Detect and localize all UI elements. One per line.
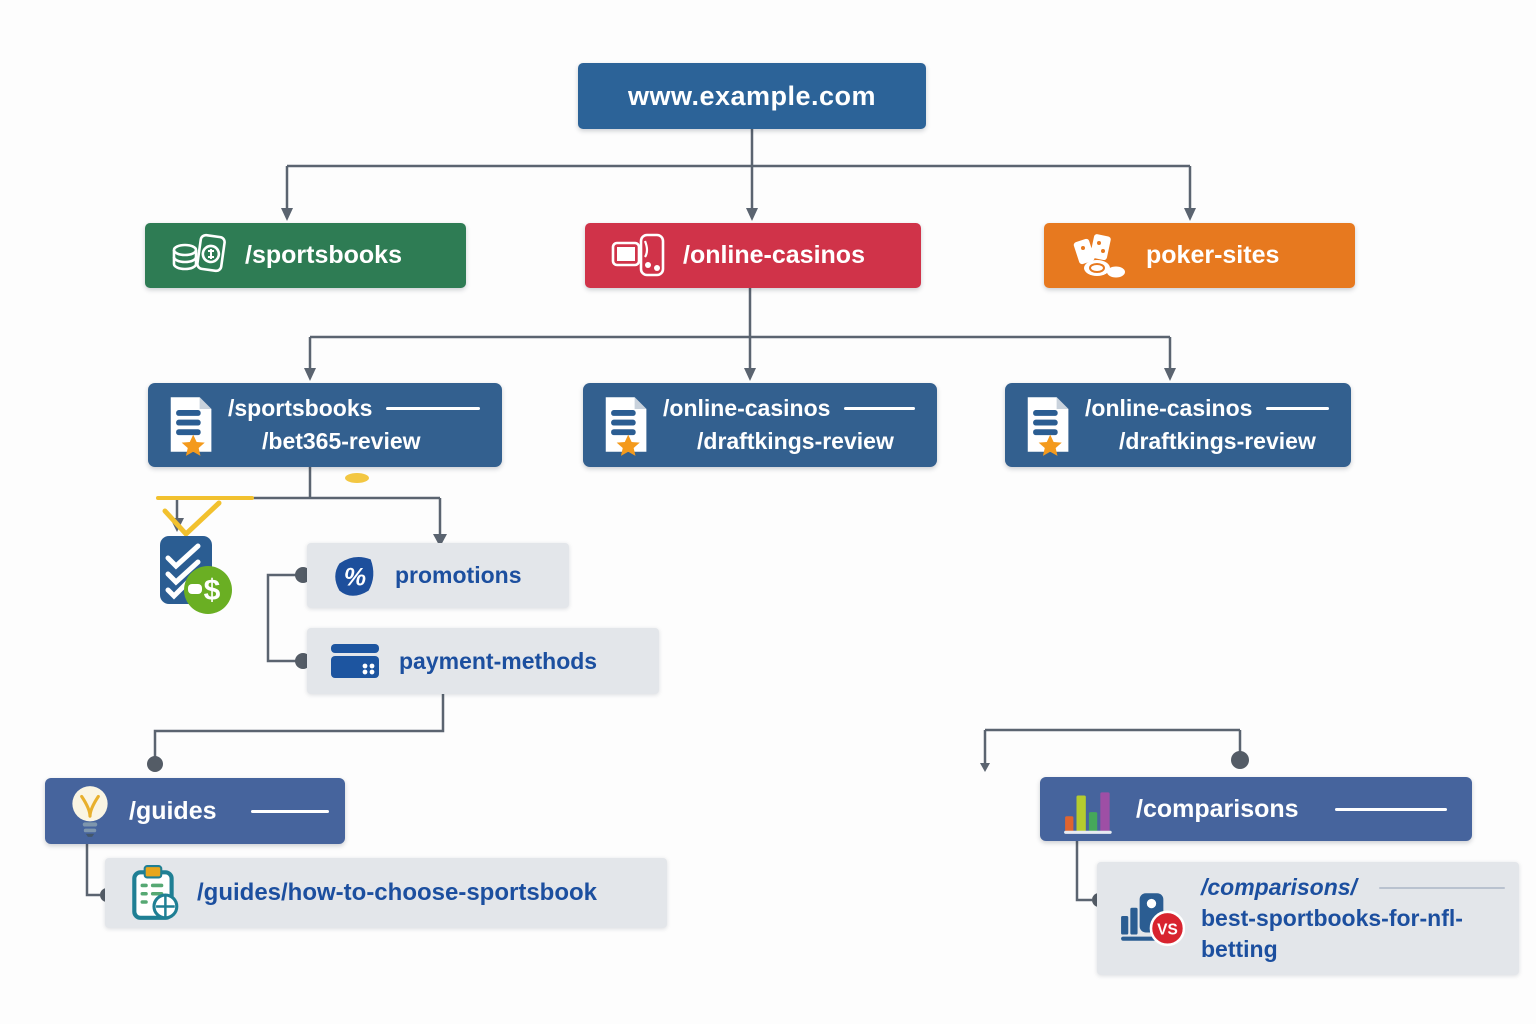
draftkings-mid-line1: /online-casinos [663,394,831,421]
bet365-line2: /bet365-review [262,428,421,454]
node-online-casinos: /online-casinos [585,223,921,288]
decor-rule [1266,406,1329,410]
comparisons-child-line2: best-sportbooks-for-nfl- [1201,905,1463,932]
node-draftkings-review-mid: /online-casinos /draftkings-review [583,383,937,467]
credit-card-icon [329,640,383,682]
draftkings-right-line1: /online-casinos [1085,394,1253,421]
clipboard-check-icon [127,864,181,922]
bar-chart-icon [1062,783,1120,835]
lightbulb-icon [67,783,113,839]
poker-sites-label: poker-sites [1146,241,1280,269]
decor-rule [386,406,480,410]
checklist-dollar-icon: $ [150,532,238,623]
svg-text:%: % [344,563,366,591]
guides-child-label: /guides/how-to-choose-sportsbook [197,879,597,906]
decor-rule [250,809,329,813]
node-comparisons: /comparisons [1040,777,1472,841]
decor-rule [1334,807,1447,811]
svg-text:VS: VS [1157,922,1178,939]
casino-slot-icon [611,233,667,279]
decor-rule [1378,886,1505,889]
node-sportsbooks: /sportsbooks [145,223,466,288]
percent-tag-icon: % [329,551,379,601]
comparisons-label: /comparisons [1136,794,1299,823]
payment-methods-label: payment-methods [399,647,598,674]
versus-chart-icon: VS [1119,886,1185,950]
node-poker-sites: poker-sites [1044,223,1355,288]
document-star-icon [1021,394,1073,456]
poker-cards-icon [1070,232,1130,280]
node-payment-methods: payment-methods [307,628,659,694]
online-casinos-label: /online-casinos [683,241,865,269]
node-bet365-review: /sportsbooks /bet365-review [148,383,502,467]
sportsbooks-label: /sportsbooks [245,241,402,269]
guides-label: /guides [129,796,217,825]
comparisons-child-line1: /comparisons/ [1201,874,1357,900]
money-coins-icon [171,233,229,279]
draftkings-right-line2: /draftkings-review [1119,428,1316,454]
draftkings-mid-line2: /draftkings-review [697,428,894,454]
comparisons-child-line3: betting [1201,936,1278,963]
node-guides-how-to-choose-sportsbook: /guides/how-to-choose-sportsbook [105,858,667,928]
document-star-icon [164,394,216,456]
yellow-highlight-accent [156,496,254,538]
decor-rule [844,406,915,410]
node-comparisons-best-sportbooks-nfl: VS /comparisons/ best-sportbooks-for-nfl… [1097,862,1519,975]
root-domain-label: www.example.com [627,80,877,111]
node-draftkings-review-right: /online-casinos /draftkings-review [1005,383,1351,467]
bet365-line1: /sportsbooks [228,394,373,421]
node-root-domain: www.example.com [578,63,926,129]
svg-text:$: $ [204,574,221,607]
node-promotions: % promotions [307,543,569,608]
node-guides: /guides [45,778,345,844]
promotions-label: promotions [395,562,522,588]
document-star-icon [599,394,651,456]
